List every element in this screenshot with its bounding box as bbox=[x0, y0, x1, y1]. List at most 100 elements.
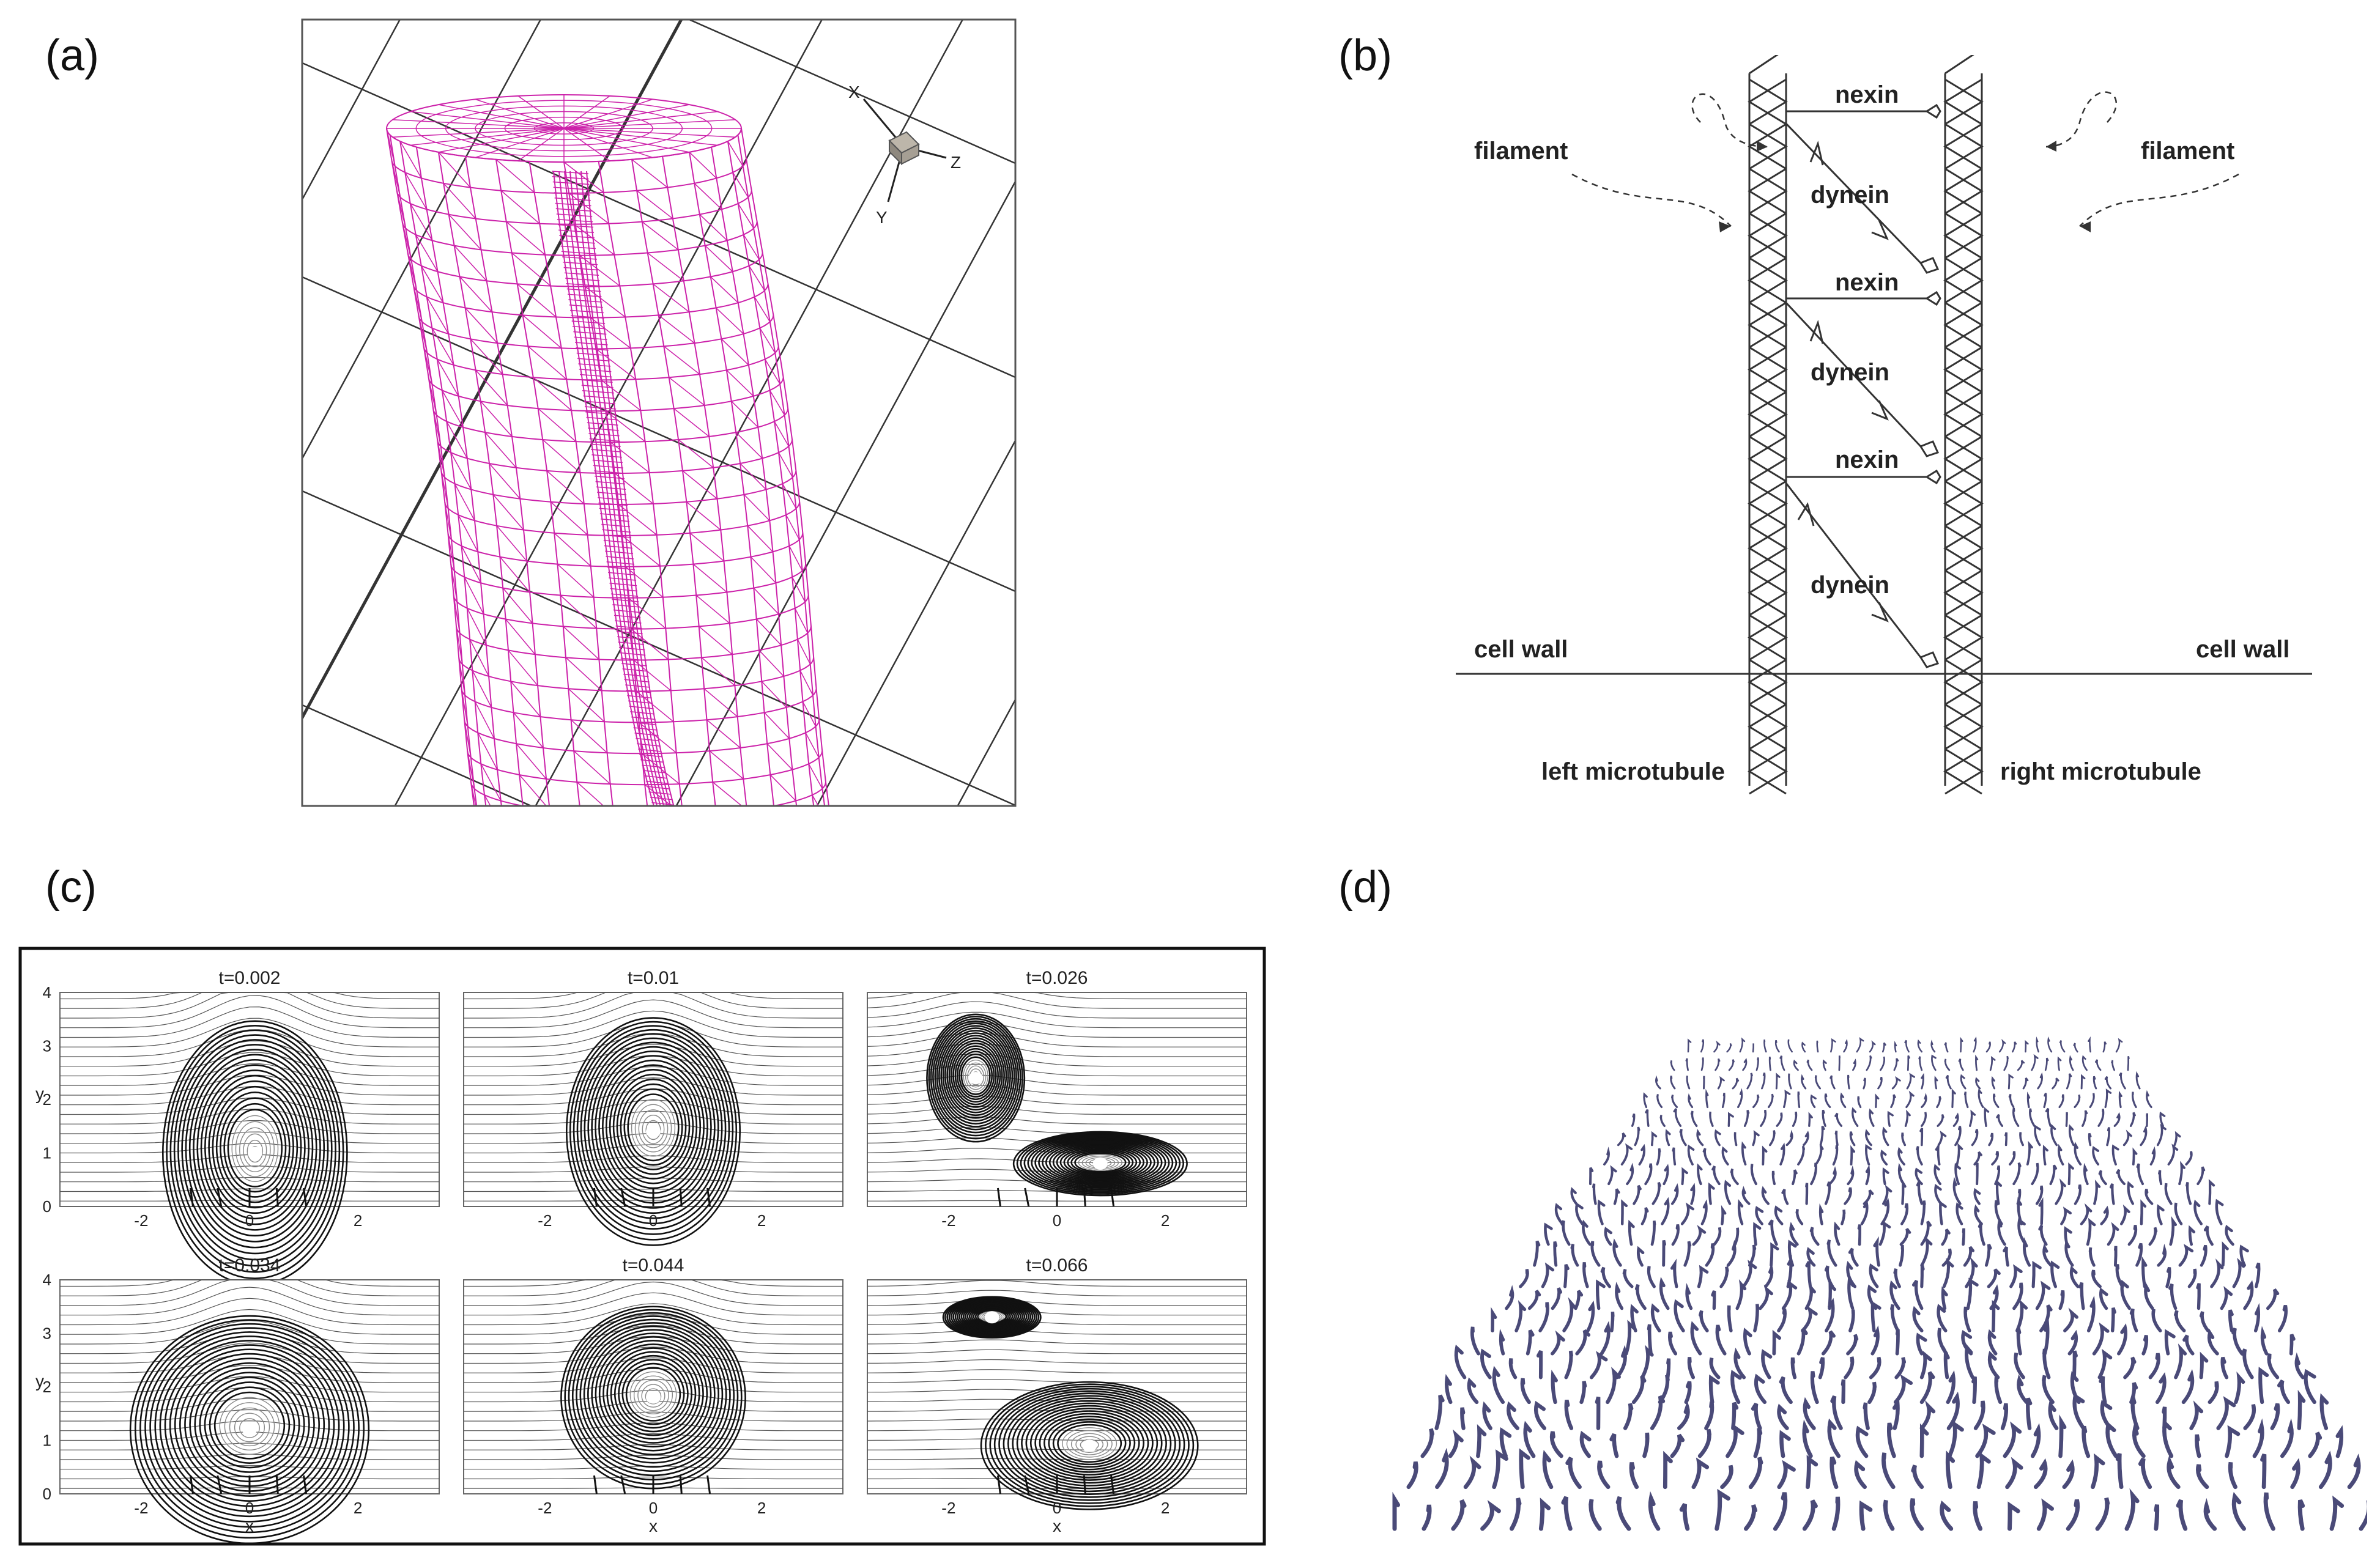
cilium bbox=[1634, 1284, 1647, 1310]
cilium bbox=[1821, 1330, 1836, 1356]
cilium bbox=[1564, 1350, 1573, 1380]
cilium bbox=[1954, 1162, 1961, 1186]
cilium bbox=[1685, 1058, 1689, 1071]
cilium bbox=[1652, 1181, 1661, 1205]
cilium bbox=[1991, 1076, 1996, 1090]
mesh-figure: X Z Y bbox=[301, 18, 1017, 807]
cilium bbox=[1973, 1036, 1977, 1053]
cilium bbox=[2167, 1455, 2181, 1490]
x-tick-label: 0 bbox=[1053, 1211, 1061, 1230]
cilium bbox=[1507, 1401, 1519, 1430]
x-axis-label: x bbox=[649, 1516, 658, 1535]
cilium bbox=[2093, 1076, 2097, 1090]
cilium bbox=[1865, 1164, 1870, 1186]
cilium bbox=[1454, 1344, 1467, 1380]
cilium bbox=[1592, 1183, 1597, 1205]
cilium bbox=[1863, 1189, 1874, 1205]
cilium bbox=[1730, 1168, 1739, 1186]
cilium bbox=[1897, 1147, 1905, 1165]
cilium bbox=[1847, 1165, 1855, 1186]
cilium bbox=[1952, 1112, 1959, 1127]
cilium bbox=[2065, 1112, 2068, 1127]
cilium bbox=[1610, 1312, 1615, 1332]
cilium bbox=[1721, 1205, 1727, 1225]
cilium bbox=[1681, 1167, 1688, 1186]
cilium bbox=[1615, 1345, 1627, 1380]
cilium bbox=[1849, 1131, 1856, 1147]
cilium bbox=[1538, 1498, 1551, 1531]
cilium bbox=[2117, 1323, 2127, 1356]
cilium bbox=[2026, 1140, 2033, 1165]
cilium bbox=[1996, 1114, 2003, 1127]
cilium bbox=[2099, 1287, 2108, 1310]
cilium bbox=[1809, 1227, 1820, 1246]
cilium bbox=[1961, 1329, 1973, 1356]
cilium bbox=[1965, 1257, 1978, 1288]
cilium bbox=[2034, 1125, 2041, 1147]
cilium bbox=[1656, 1148, 1661, 1165]
cilium bbox=[2038, 1224, 2048, 1246]
cilium bbox=[1944, 1042, 1949, 1053]
cilium bbox=[1877, 1076, 1883, 1090]
cilium bbox=[1607, 1165, 1617, 1186]
cilium bbox=[1688, 1093, 1694, 1109]
cilium bbox=[1779, 1055, 1785, 1071]
cilium bbox=[2176, 1499, 2188, 1531]
cilium bbox=[2260, 1326, 2269, 1356]
cilium bbox=[1741, 1260, 1757, 1288]
cilium bbox=[2111, 1144, 2119, 1165]
cilium bbox=[2189, 1400, 2204, 1430]
x-tick-label: 2 bbox=[354, 1499, 362, 1517]
x-axis-label: x bbox=[245, 1516, 254, 1535]
cilium bbox=[2123, 1356, 2137, 1380]
cilium bbox=[1467, 1377, 1479, 1405]
cilium bbox=[1753, 1222, 1762, 1246]
cilium bbox=[2000, 1403, 2009, 1430]
cilium bbox=[1901, 1132, 1907, 1147]
cilium bbox=[2057, 1056, 2062, 1071]
cilium bbox=[1954, 1126, 1962, 1147]
cilium bbox=[1793, 1059, 1799, 1071]
cilium bbox=[1869, 1108, 1875, 1127]
cilium bbox=[1776, 1112, 1783, 1127]
cilium bbox=[2048, 1400, 2059, 1430]
cilium bbox=[1786, 1254, 1793, 1288]
cilium bbox=[2188, 1225, 2196, 1246]
cilium bbox=[1684, 1381, 1692, 1405]
cilium bbox=[1882, 1167, 1889, 1186]
cilium bbox=[1392, 1491, 1400, 1531]
cell-wall-right-label: cell wall bbox=[2196, 636, 2289, 663]
cilium bbox=[2109, 1183, 2115, 1205]
cilium bbox=[2050, 1260, 2060, 1288]
cilium bbox=[2095, 1497, 2110, 1531]
cilium bbox=[1989, 1055, 1996, 1071]
cilium bbox=[2232, 1257, 2245, 1288]
y-axis-label: y bbox=[35, 1372, 44, 1391]
cilium bbox=[1792, 1111, 1798, 1127]
x-tick-label: 2 bbox=[354, 1211, 362, 1230]
cilium bbox=[1973, 1187, 1981, 1205]
cilium bbox=[1549, 1431, 1563, 1458]
cilium bbox=[1554, 1203, 1564, 1225]
cilium bbox=[1963, 1246, 1975, 1267]
cilium bbox=[1575, 1329, 1591, 1356]
cilium bbox=[2203, 1225, 2214, 1246]
cilium bbox=[1690, 1183, 1696, 1205]
cilium bbox=[1460, 1407, 1466, 1430]
cilium bbox=[2277, 1304, 2288, 1332]
cilium bbox=[2132, 1147, 2138, 1165]
cilium bbox=[2058, 1094, 2064, 1109]
cilium bbox=[1824, 1181, 1831, 1205]
cilium bbox=[2116, 1169, 2126, 1186]
y-tick-label: 3 bbox=[43, 1324, 51, 1343]
cilium bbox=[2210, 1258, 2224, 1288]
cilium bbox=[1865, 1129, 1872, 1147]
cilium bbox=[1963, 1091, 1969, 1109]
cilium bbox=[1844, 1187, 1852, 1205]
cilium bbox=[2029, 1108, 2036, 1127]
cilium bbox=[1582, 1262, 1589, 1288]
cilium bbox=[1844, 1356, 1855, 1380]
cilium bbox=[2122, 1129, 2132, 1147]
cilium bbox=[2231, 1328, 2244, 1356]
